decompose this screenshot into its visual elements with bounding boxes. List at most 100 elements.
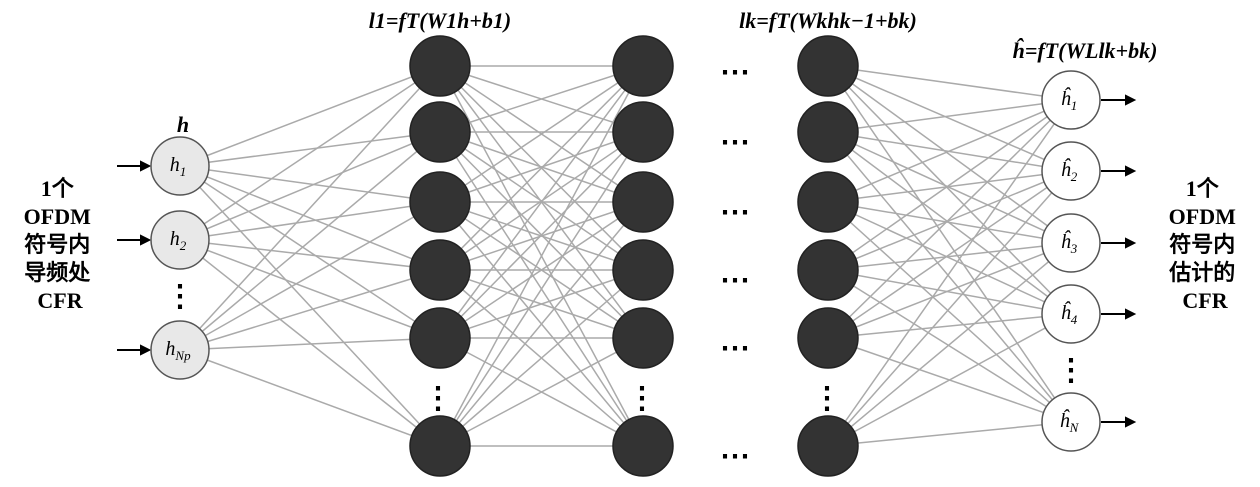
hidden-layer3-node-3	[797, 171, 859, 233]
output-arrows	[1101, 94, 1137, 428]
output-node-4	[1041, 284, 1101, 344]
edge-hkn5-out4	[827, 421, 1072, 447]
left-caption-line-4: 导频处	[24, 260, 90, 285]
hidden-layer1-node-1	[409, 35, 471, 97]
output-arrow-head-4	[1125, 308, 1137, 320]
left-caption-line-2: OFDM	[24, 204, 91, 229]
edge-in1-h1n4	[179, 239, 441, 339]
hiddenk-vertical-dots: ⋮	[812, 382, 842, 415]
edge-in0-h1n0	[179, 65, 441, 167]
input-vertical-dots: ⋮	[165, 280, 195, 313]
edge-hkn5-out0	[827, 99, 1072, 447]
edge-hkn4-out2	[827, 242, 1072, 339]
vertical-dots-group: ⋮ ⋮ ⋮ ⋮ ⋮	[165, 280, 1086, 415]
edge-hkn0-out3	[827, 65, 1072, 315]
output-arrow-head-5	[1125, 416, 1137, 428]
edge-hkn3-out4	[827, 269, 1072, 423]
edge-in0-h1n3	[179, 165, 441, 271]
input-node-1	[150, 136, 210, 196]
edge-h1n5-h2n4	[439, 337, 644, 447]
edge-hkn4-out1	[827, 170, 1072, 339]
output-formula: ĥ=fT(WLlk+bk)	[1013, 38, 1158, 63]
edge-hkn5-out2	[827, 242, 1072, 447]
between-dots-6: ⋯	[720, 440, 750, 473]
hidden-layer2-node-3	[612, 171, 674, 233]
input-arrow-head-3	[140, 344, 152, 356]
edge-in0-h1n5	[179, 165, 441, 447]
edge-in1-h1n1	[179, 131, 441, 241]
edge-hkn2-out1	[827, 170, 1072, 203]
edge-h1n4-h2n1	[439, 131, 644, 339]
hidden-layer3-node-2	[797, 101, 859, 163]
hidden-layer3-node-4	[797, 239, 859, 301]
hidden1-vertical-dots: ⋮	[423, 382, 453, 415]
hidden-layer2-node-5	[612, 307, 674, 369]
edge-hkn4-out0	[827, 99, 1072, 339]
edge-h1n2-h2n0	[439, 65, 644, 203]
input-arrows	[117, 160, 152, 356]
edge-hkn1-out4	[827, 131, 1072, 423]
input-arrow-head-2	[140, 234, 152, 246]
edge-in2-h1n5	[179, 349, 441, 447]
output-node-label-1: ĥ1	[1061, 86, 1078, 113]
edge-hkn4-out3	[827, 313, 1072, 339]
edge-in0-h1n1	[179, 131, 441, 167]
right-caption-line-5: CFR	[1182, 288, 1228, 313]
edge-hkn3-out2	[827, 242, 1072, 271]
input-layer-title: h	[177, 112, 189, 137]
edge-hkn3-out3	[827, 269, 1072, 315]
hidden-layer2-node-2	[612, 101, 674, 163]
edge-hkn2-out3	[827, 201, 1072, 315]
right-caption-line-2: OFDM	[1169, 204, 1236, 229]
edge-hkn0-out4	[827, 65, 1072, 423]
edge-in2-h1n0	[179, 65, 441, 351]
edge-in1-h1n2	[179, 201, 441, 241]
edge-hkn0-out2	[827, 65, 1072, 244]
left-caption-line-5: CFR	[37, 288, 83, 313]
between-dots-2: ⋯	[720, 126, 750, 159]
edge-in1-h1n0	[179, 65, 441, 241]
output-node-label-5: ĥN	[1060, 408, 1080, 435]
hidden2-vertical-dots: ⋮	[627, 382, 657, 415]
hidden-layer3-node-1	[797, 35, 859, 97]
hidden-layer1-node-2	[409, 101, 471, 163]
hidden-layer1-node-6	[409, 415, 471, 477]
output-arrow-head-1	[1125, 94, 1137, 106]
output-node-3	[1041, 213, 1101, 273]
horizontal-dots-group: ⋯ ⋯ ⋯ ⋯ ⋯ ⋯	[720, 56, 750, 473]
edge-h1n4-h2n0	[439, 65, 644, 339]
between-dots-4: ⋯	[720, 264, 750, 297]
between-dots-5: ⋯	[720, 332, 750, 365]
input-node-3	[150, 320, 210, 380]
edge-h1n3-h2n0	[439, 65, 644, 271]
left-caption-line-3: 符号内	[24, 232, 90, 257]
edge-h1n5-h2n1	[439, 131, 644, 447]
edge-hkn2-out2	[827, 201, 1072, 244]
edge-hkn1-out0	[827, 99, 1072, 133]
hidden-layer3-node-6	[797, 415, 859, 477]
input-arrow-head-1	[140, 160, 152, 172]
first-hidden-formula: l1=fT(W1h+b1)	[369, 8, 511, 33]
output-arrow-head-3	[1125, 237, 1137, 249]
left-caption: 1个 OFDM 符号内 导频处 CFR	[24, 176, 97, 313]
edge-in2-h1n3	[179, 269, 441, 351]
output-arrow-head-2	[1125, 165, 1137, 177]
right-caption-line-3: 符号内	[1169, 232, 1235, 257]
edge-hkn2-out0	[827, 99, 1072, 203]
hidden-layer1-node-4	[409, 239, 471, 301]
connection-edges	[179, 65, 1072, 447]
edge-hkn0-out0	[827, 65, 1072, 101]
edge-in1-h1n3	[179, 239, 441, 271]
edge-hkn2-out4	[827, 201, 1072, 423]
hidden-layer2-node-1	[612, 35, 674, 97]
input-node-label-1: h1	[170, 154, 187, 179]
edge-hkn0-out1	[827, 65, 1072, 172]
edge-in0-h1n4	[179, 165, 441, 339]
hidden-layer1-node-3	[409, 171, 471, 233]
right-caption-line-1: 1个	[1186, 176, 1220, 201]
output-node-2	[1041, 141, 1101, 201]
edge-h1n4-h2n2	[439, 201, 644, 339]
hidden-layer3-node-5	[797, 307, 859, 369]
hidden-layer1-node-5	[409, 307, 471, 369]
